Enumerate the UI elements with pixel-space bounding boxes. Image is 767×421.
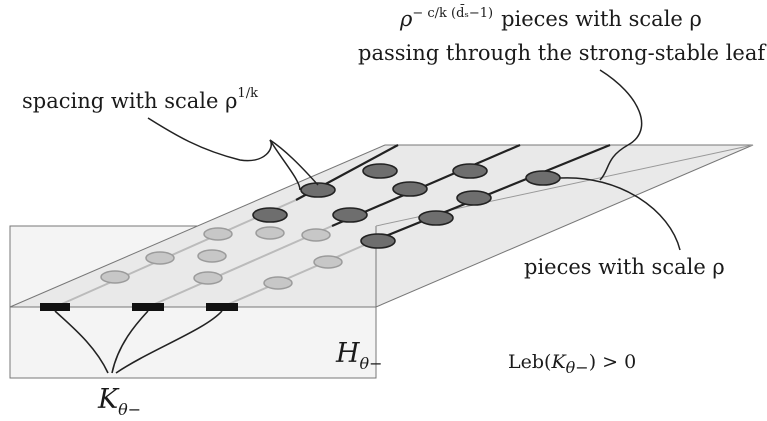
piece-hidden [263, 276, 293, 290]
piece-visible [252, 207, 288, 223]
piece-visible [360, 233, 396, 249]
pieces-count-label: ρ− c/k (d̄ₛ−1) pieces with scale ρ [399, 4, 702, 31]
piece-visible [362, 163, 398, 179]
pieces-count-exponent: − c/k (d̄ₛ−1) [412, 4, 493, 21]
piece-visible [392, 181, 428, 197]
leaf-pointer-curve [599, 69, 643, 181]
k-theta-main: K [97, 384, 120, 415]
piece-hidden [301, 228, 331, 242]
pieces-count-rho: ρ [399, 7, 413, 31]
piece-hidden [313, 255, 343, 269]
pieces-pointer-curve [559, 177, 681, 251]
piece-visible [452, 163, 488, 179]
k-interval-bar [40, 303, 70, 311]
piece-hidden [193, 271, 223, 285]
strong-stable-leaf-label: passing through the strong-stable leaf [358, 41, 767, 65]
k-interval-bar [206, 303, 238, 311]
k-pointer-curve [54, 310, 109, 374]
k-theta-label: Kθ− [97, 384, 141, 419]
h-theta-main: H [335, 338, 360, 369]
k-theta-sub: θ− [118, 400, 141, 419]
leaf-line-hidden [147, 225, 333, 308]
lebesgue-label: Leb(Kθ−) > 0 [508, 351, 636, 377]
piece-hidden [145, 251, 175, 265]
leb-sub: θ− [566, 358, 589, 377]
h-theta-sub: θ− [360, 354, 383, 373]
spacing-exponent: 1/k [237, 86, 258, 101]
piece-visible [418, 210, 454, 226]
piece-visible [525, 170, 561, 186]
k-interval-bar [132, 303, 164, 311]
piece-hidden [100, 270, 130, 284]
piece-visible [456, 190, 492, 206]
piece-hidden [203, 227, 233, 241]
spacing-pointer-curve-b [269, 139, 301, 191]
k-pointer-curve [115, 310, 223, 374]
leb-prefix: Leb( [508, 351, 551, 373]
piece-visible [332, 207, 368, 223]
leb-suffix: ) > 0 [589, 351, 637, 373]
piece-visible [300, 182, 336, 198]
spacing-pointer-curve [147, 117, 319, 186]
pieces-scale-label: pieces with scale ρ [524, 255, 725, 279]
leaf-line-hidden [221, 239, 377, 308]
spacing-text: spacing with scale ρ [22, 89, 237, 113]
k-pointer-curve [111, 310, 149, 374]
leaf-line [375, 143, 611, 242]
piece-hidden [197, 249, 227, 263]
pieces-count-text: pieces with scale ρ [501, 7, 702, 31]
spacing-label: spacing with scale ρ1/k [22, 86, 258, 113]
h-theta-label: Hθ− [335, 338, 383, 373]
leb-k: K [550, 351, 567, 373]
piece-hidden [255, 226, 285, 240]
